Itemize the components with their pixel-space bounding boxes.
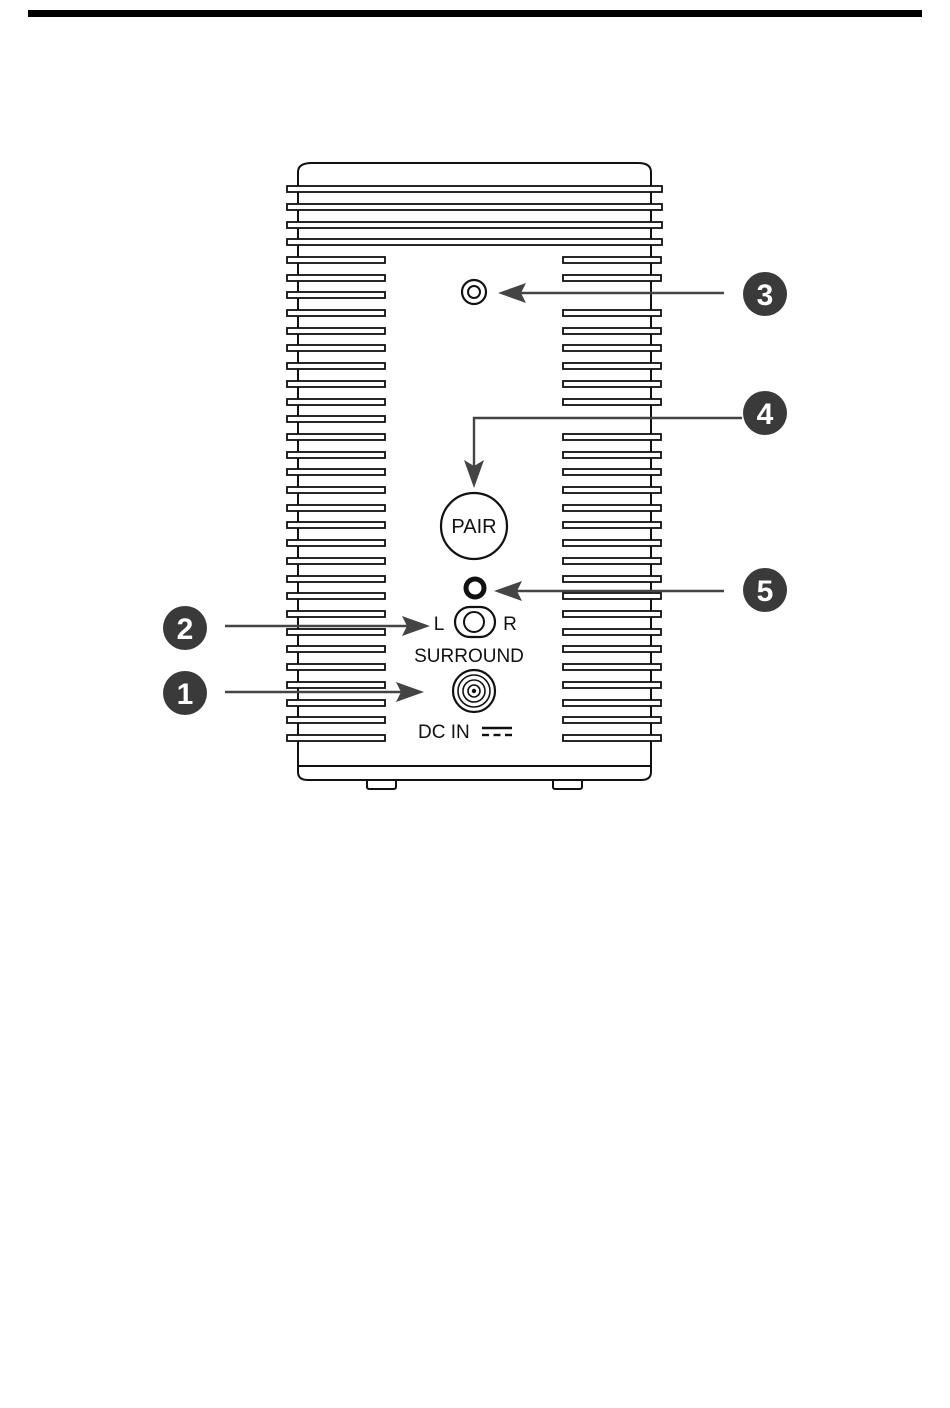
vent-slat-left — [287, 735, 385, 741]
surround-switch[interactable]: L R SURROUND — [414, 607, 524, 667]
vent-slat-right — [563, 664, 661, 670]
dc-polarity-symbol-icon — [482, 728, 512, 735]
switch-knob — [464, 612, 484, 632]
vent-slat-left — [287, 522, 385, 528]
vent-slat-left — [287, 558, 385, 564]
switch-right-label: R — [503, 614, 517, 635]
vent-slat-left — [287, 345, 385, 351]
vent-slat-right — [563, 576, 661, 582]
vent-slat-right — [563, 629, 661, 635]
vent-slat-left — [287, 717, 385, 723]
vent-slat-right — [563, 275, 661, 281]
vent-slat-left — [287, 469, 385, 475]
callout-4-number: 4 — [757, 398, 774, 431]
vent-slat-right — [563, 682, 661, 688]
arrow-to-reset-hole — [498, 283, 724, 303]
dc-in-jack[interactable]: DC IN — [418, 670, 512, 743]
vent-slat-right — [563, 399, 661, 405]
vent-slat-right — [563, 735, 661, 741]
vent-slat-right — [563, 310, 661, 316]
switch-left-label: L — [434, 614, 445, 635]
header-rule — [28, 10, 922, 17]
vent-slat-left — [287, 257, 385, 263]
vent-slat-right — [563, 700, 661, 706]
body-top-cap — [298, 163, 651, 182]
vent-slat-right — [563, 257, 661, 263]
vent-slat-right — [563, 469, 661, 475]
vent-slat-right — [563, 558, 661, 564]
vent-slat-right — [563, 717, 661, 723]
vent-slat-left — [287, 576, 385, 582]
vent-slat-left — [287, 664, 385, 670]
vent-slat-right — [563, 363, 661, 369]
vent-slat-right — [563, 611, 661, 617]
vent-slat-right — [563, 381, 661, 387]
vent-slat-left — [287, 593, 385, 599]
vent-slat-left — [287, 452, 385, 458]
callout-2: 2 — [163, 606, 207, 650]
callout-2-number: 2 — [177, 613, 194, 646]
callout-3-number: 3 — [757, 279, 774, 312]
vent-slat-left — [287, 505, 385, 511]
vent-slat-right — [563, 505, 661, 511]
vent-slat-left — [287, 381, 385, 387]
callout-1: 1 — [163, 671, 207, 715]
vent-slat-left — [287, 611, 385, 617]
vent-slat-left — [287, 629, 385, 635]
vent-slat-right — [563, 540, 661, 546]
vent-slat-left — [287, 434, 385, 440]
vent-slat-right — [563, 487, 661, 493]
vent-slat-left — [287, 700, 385, 706]
vent-slat-full — [287, 204, 662, 210]
vent-slat-left — [287, 310, 385, 316]
vent-slat-left — [287, 487, 385, 493]
vent-slat-left — [287, 275, 385, 281]
vent-slat-right — [563, 452, 661, 458]
body-bottom — [298, 766, 651, 780]
callout-1-number: 1 — [177, 678, 194, 711]
vent-slat-full — [287, 186, 662, 192]
callout-5: 5 — [743, 568, 787, 612]
vent-slat-right — [563, 646, 661, 652]
dc-in-label: DC IN — [418, 722, 470, 743]
vent-slat-left — [287, 399, 385, 405]
vent-slat-left — [287, 416, 385, 422]
vent-slat-left — [287, 292, 385, 298]
callout-5-number: 5 — [757, 575, 774, 608]
reset-hole-icon — [462, 280, 486, 304]
vent-slat-full — [287, 239, 662, 245]
vent-slat-left — [287, 363, 385, 369]
pair-button[interactable]: PAIR — [441, 493, 507, 559]
vent-slat-left — [287, 646, 385, 652]
dc-jack-icon — [453, 670, 495, 712]
callout-3: 3 — [743, 272, 787, 316]
vent-slat-left — [287, 540, 385, 546]
pair-button-label: PAIR — [451, 516, 496, 538]
vent-slat-left — [287, 682, 385, 688]
vent-slat-full — [287, 222, 662, 228]
indicator-led-icon — [466, 579, 484, 597]
foot-left — [367, 780, 396, 789]
vent-slat-right — [563, 328, 661, 334]
speaker-feet — [367, 780, 582, 789]
vent-slat-right — [563, 345, 661, 351]
switch-label: SURROUND — [414, 646, 524, 667]
vent-slat-left — [287, 328, 385, 334]
vent-slat-right — [563, 522, 661, 528]
foot-right — [553, 780, 582, 789]
vent-slat-right — [563, 593, 661, 599]
vent-slat-right — [563, 434, 661, 440]
callout-4: 4 — [743, 391, 787, 435]
